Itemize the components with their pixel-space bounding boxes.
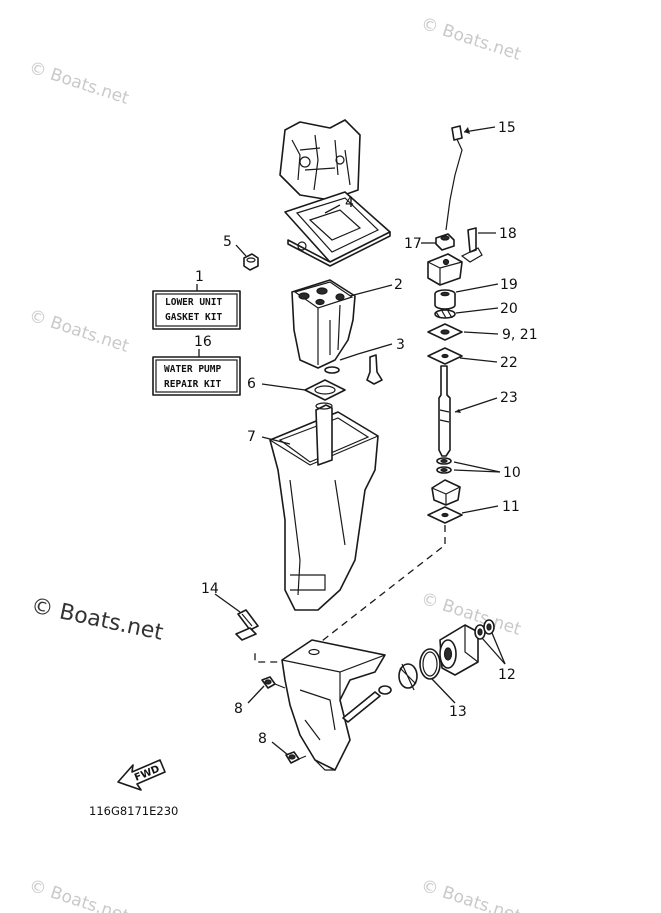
watermark-bottom-right: © Boats.net xyxy=(418,876,523,913)
callout-14: 14 xyxy=(201,581,219,597)
watermark-bottom-left: © Boats.net xyxy=(26,876,131,913)
callout-5: 5 xyxy=(223,234,232,250)
lower-casing xyxy=(281,639,386,771)
callout-19: 19 xyxy=(500,277,518,293)
kit-line2: REPAIR KIT xyxy=(164,379,221,390)
part-6-gasket xyxy=(261,379,346,401)
kit-line1: LOWER UNIT xyxy=(165,297,222,308)
part-9-21-plate xyxy=(427,323,499,341)
callout-16: 16 xyxy=(194,334,212,350)
callout-8-lower: 8 xyxy=(258,731,267,747)
part-15-water-tube xyxy=(445,125,496,231)
part-7-upper-casing xyxy=(261,402,379,611)
part-11-gasket xyxy=(427,505,499,524)
water-pump-housing xyxy=(427,253,463,286)
callout-20: 20 xyxy=(500,301,518,317)
callout-17: 17 xyxy=(404,236,422,252)
part-14-clip xyxy=(214,593,259,641)
part-17-grommet xyxy=(421,233,455,251)
callout-1: 1 xyxy=(195,269,204,285)
callout-13: 13 xyxy=(449,704,467,720)
bearing-housing xyxy=(439,624,479,676)
callout-18: 18 xyxy=(499,226,517,242)
part-23-driveshaft xyxy=(438,365,498,457)
part-12-seals xyxy=(474,619,506,665)
part-22-gasket xyxy=(427,347,498,365)
callout-23: 23 xyxy=(500,390,518,406)
part-10-seals xyxy=(436,457,501,474)
upper-housing-outline xyxy=(279,119,361,201)
callout-15: 15 xyxy=(498,120,516,136)
watermark-large: © Boats.net xyxy=(29,593,166,645)
part-18-bolt xyxy=(460,227,496,263)
kit-box-water-pump-repair: 16 WATER PUMP REPAIR KIT xyxy=(152,334,241,396)
callout-4: 4 xyxy=(345,195,354,211)
part-13-o-ring xyxy=(419,648,456,704)
watermark-top-right: © Boats.net xyxy=(418,14,523,65)
part-19-insert-cartridge xyxy=(434,283,499,310)
callout-9-21: 9, 21 xyxy=(502,327,538,343)
watermark-mid-left: © Boats.net xyxy=(26,306,131,357)
kit-line2: GASKET KIT xyxy=(165,312,222,323)
part-8-screw-upper xyxy=(247,676,286,704)
kit-line1: WATER PUMP xyxy=(164,364,221,375)
callout-12: 12 xyxy=(498,667,516,683)
part-4-gasket xyxy=(284,191,391,267)
part-20-impeller xyxy=(434,307,499,319)
part-5-nut xyxy=(235,244,259,271)
part-2-exhaust-guide xyxy=(291,279,393,369)
watermark-top-left: © Boats.net xyxy=(26,58,131,109)
callout-11: 11 xyxy=(502,499,520,515)
drawing-code: 116G8171E230 xyxy=(89,804,178,818)
part-3-bolt xyxy=(339,343,393,385)
callout-6: 6 xyxy=(247,376,256,392)
part-3-washer xyxy=(324,366,340,374)
part-8-screw-lower xyxy=(271,741,307,764)
callout-10: 10 xyxy=(503,465,521,481)
callout-7: 7 xyxy=(247,429,256,445)
gear xyxy=(398,663,418,691)
kit-box-lower-unit-gasket: 1 LOWER UNIT GASKET KIT xyxy=(152,269,241,330)
oil-seal-housing xyxy=(431,479,461,506)
callout-2: 2 xyxy=(394,277,403,293)
callout-8-upper: 8 xyxy=(234,701,243,717)
propeller-shaft xyxy=(342,685,392,723)
callout-3: 3 xyxy=(396,337,405,353)
forward-arrow-icon: FWD xyxy=(117,759,166,791)
callout-22: 22 xyxy=(500,355,518,371)
